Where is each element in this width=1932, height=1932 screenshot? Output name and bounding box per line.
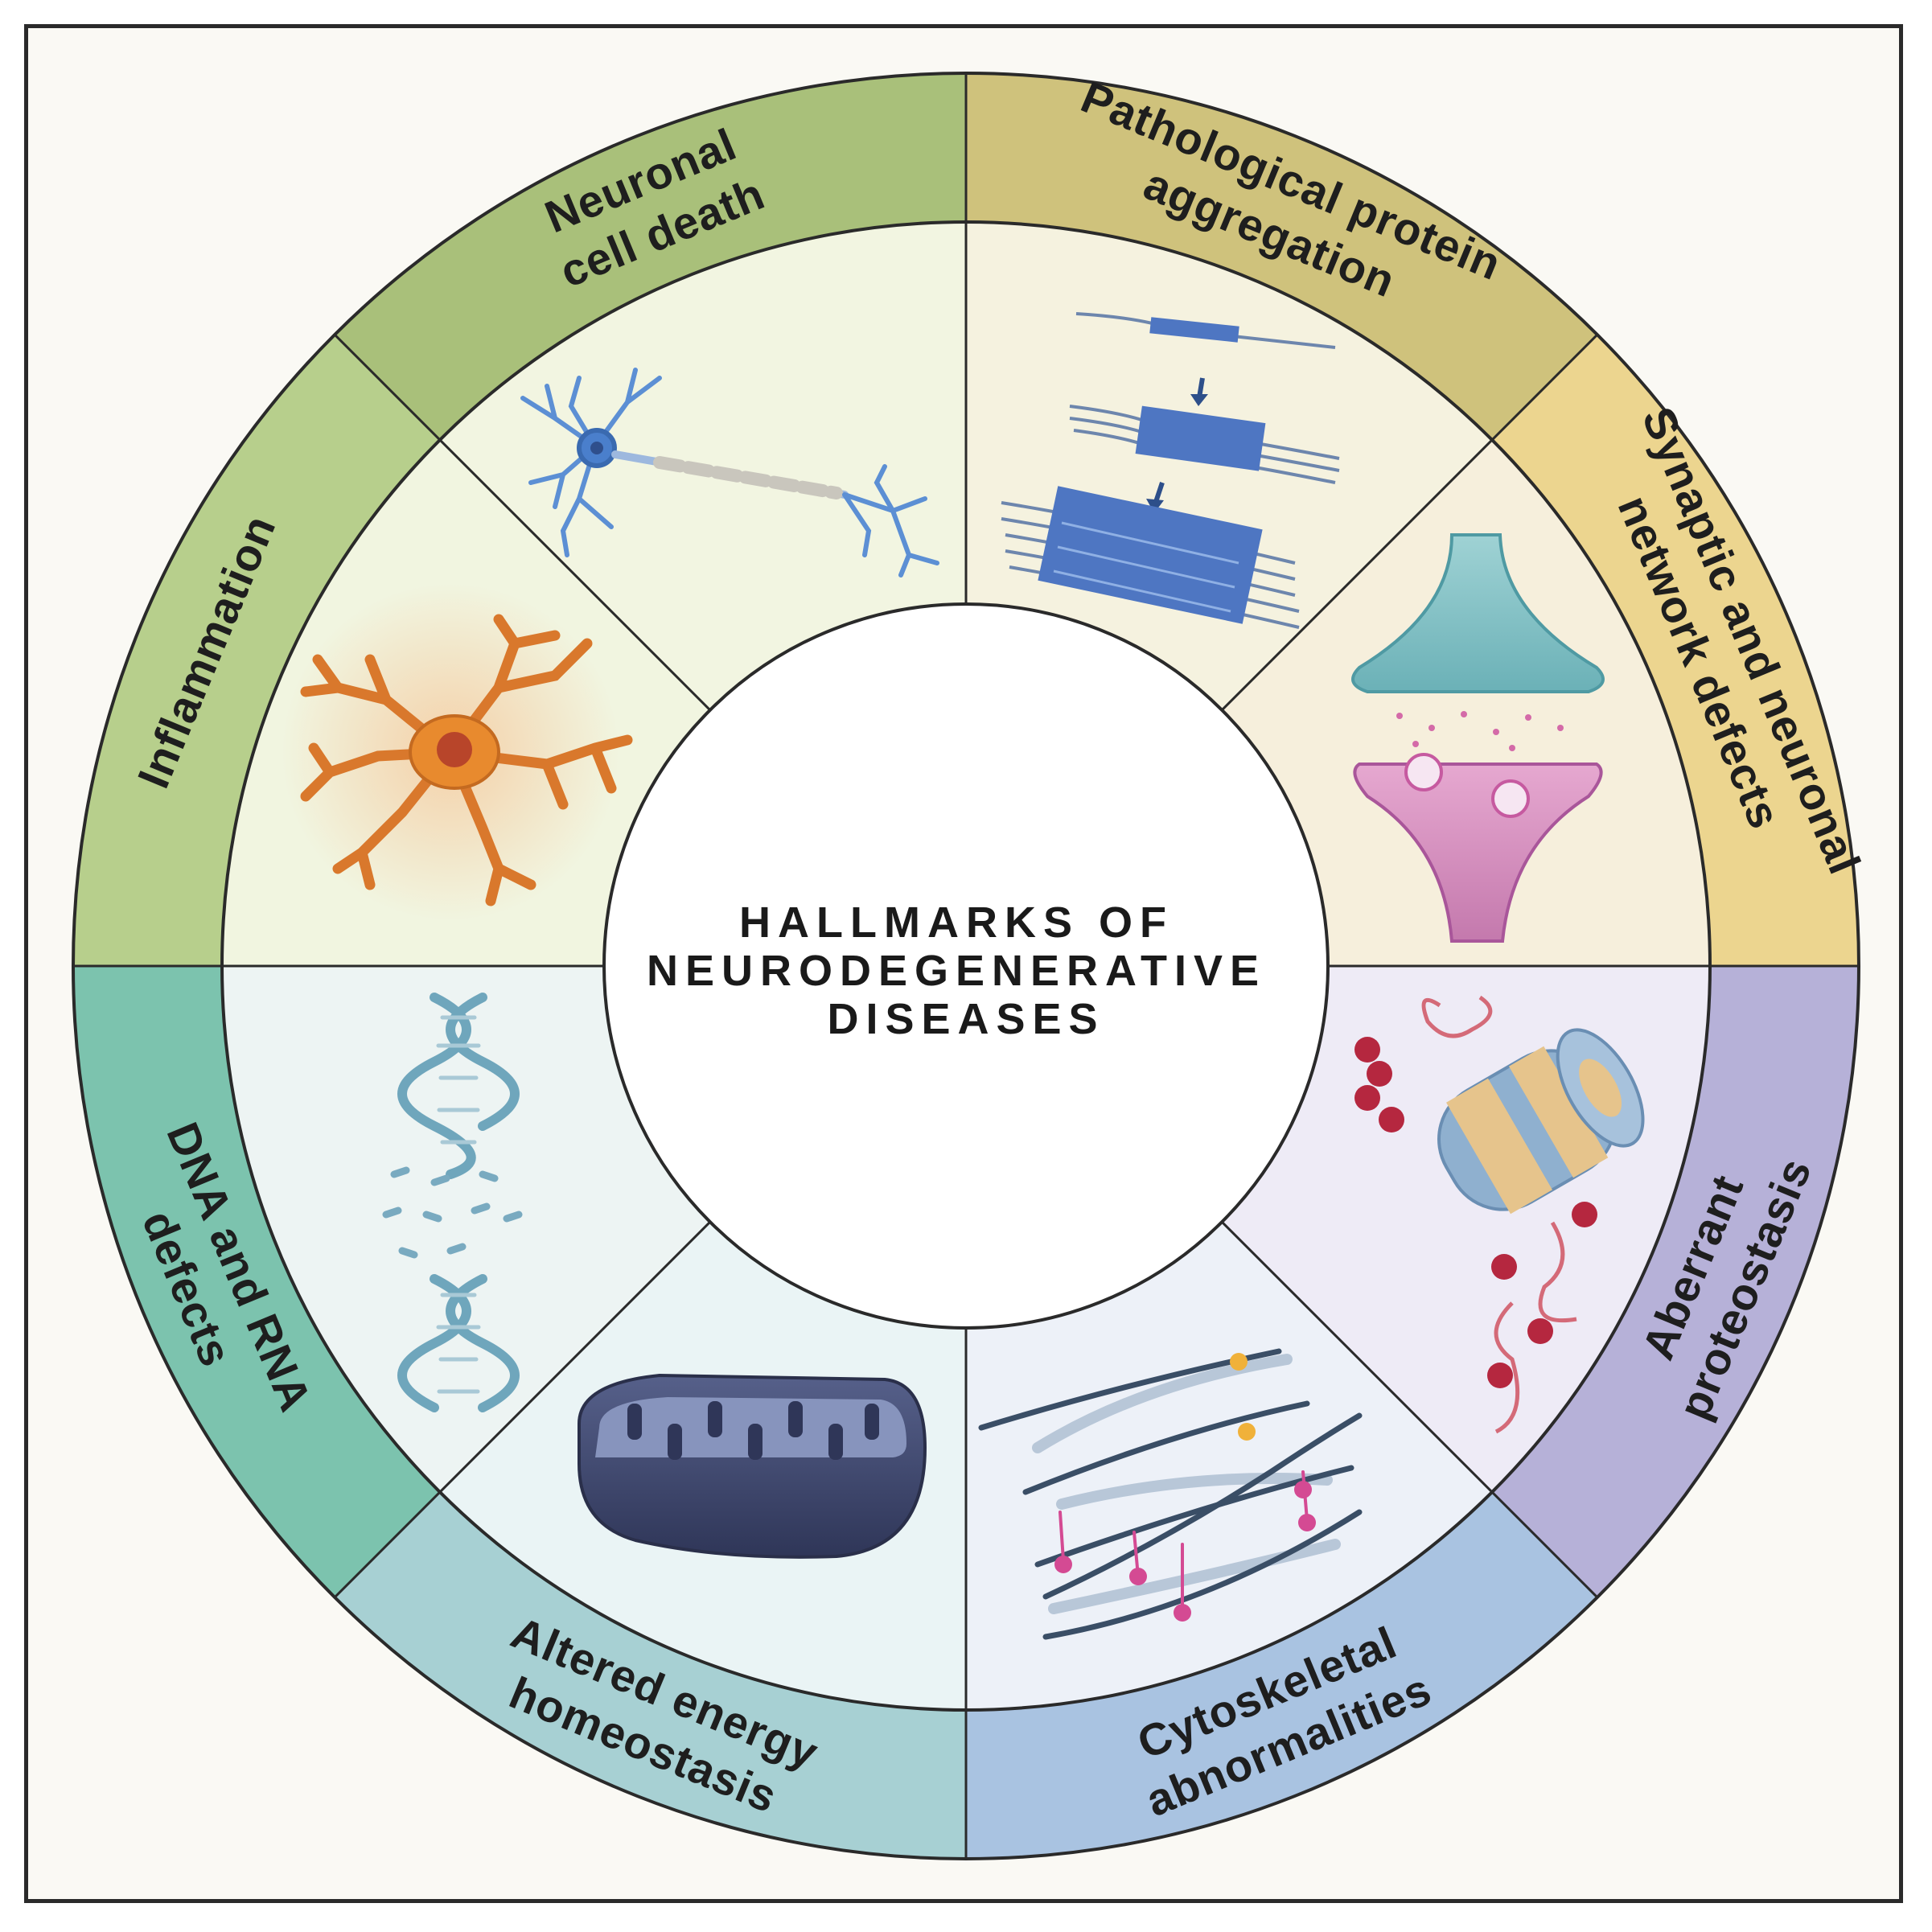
neuron-icon xyxy=(520,368,939,578)
band-dna-rna-defects xyxy=(73,966,440,1597)
band-aberrant-proteostasis xyxy=(1492,966,1859,1597)
panel-dna-rna-defects xyxy=(221,966,710,1493)
protein-fibril-icon xyxy=(1001,312,1340,629)
ring-outline xyxy=(220,220,1712,1712)
panel-cytoskeletal-abnormalities xyxy=(966,1222,1493,1710)
ring-outline xyxy=(72,72,1860,1860)
band-cytoskeletal-abnormalities xyxy=(966,1492,1597,1859)
proteasome-icon xyxy=(1354,995,1645,1434)
divider-line xyxy=(1221,1221,1598,1598)
center-circle xyxy=(602,602,1330,1330)
cytoskeleton-icon xyxy=(978,1348,1363,1640)
band-synaptic-network-defects xyxy=(1492,335,1859,967)
dna-helix-icon xyxy=(382,993,523,1412)
divider-line xyxy=(334,334,711,711)
outer-band-ring xyxy=(73,73,1859,1859)
mitochondrion-icon xyxy=(578,1373,927,1559)
band-altered-energy-homeostasis xyxy=(335,1492,967,1859)
divider-line xyxy=(1221,334,1598,711)
center-title: HALLMARKS OF NEURODEGENERATIVE DISEASES xyxy=(647,898,1285,1043)
synapse-icon xyxy=(1351,533,1605,943)
panel-synaptic-network-defects xyxy=(1222,439,1710,966)
divider-line xyxy=(334,1221,711,1598)
band-pathological-protein-aggregation xyxy=(966,73,1597,440)
band-inflammation xyxy=(73,335,440,967)
microglia-icon xyxy=(282,583,633,921)
segment-dividers xyxy=(72,72,1860,1860)
band-neuronal-cell-death xyxy=(335,73,967,440)
